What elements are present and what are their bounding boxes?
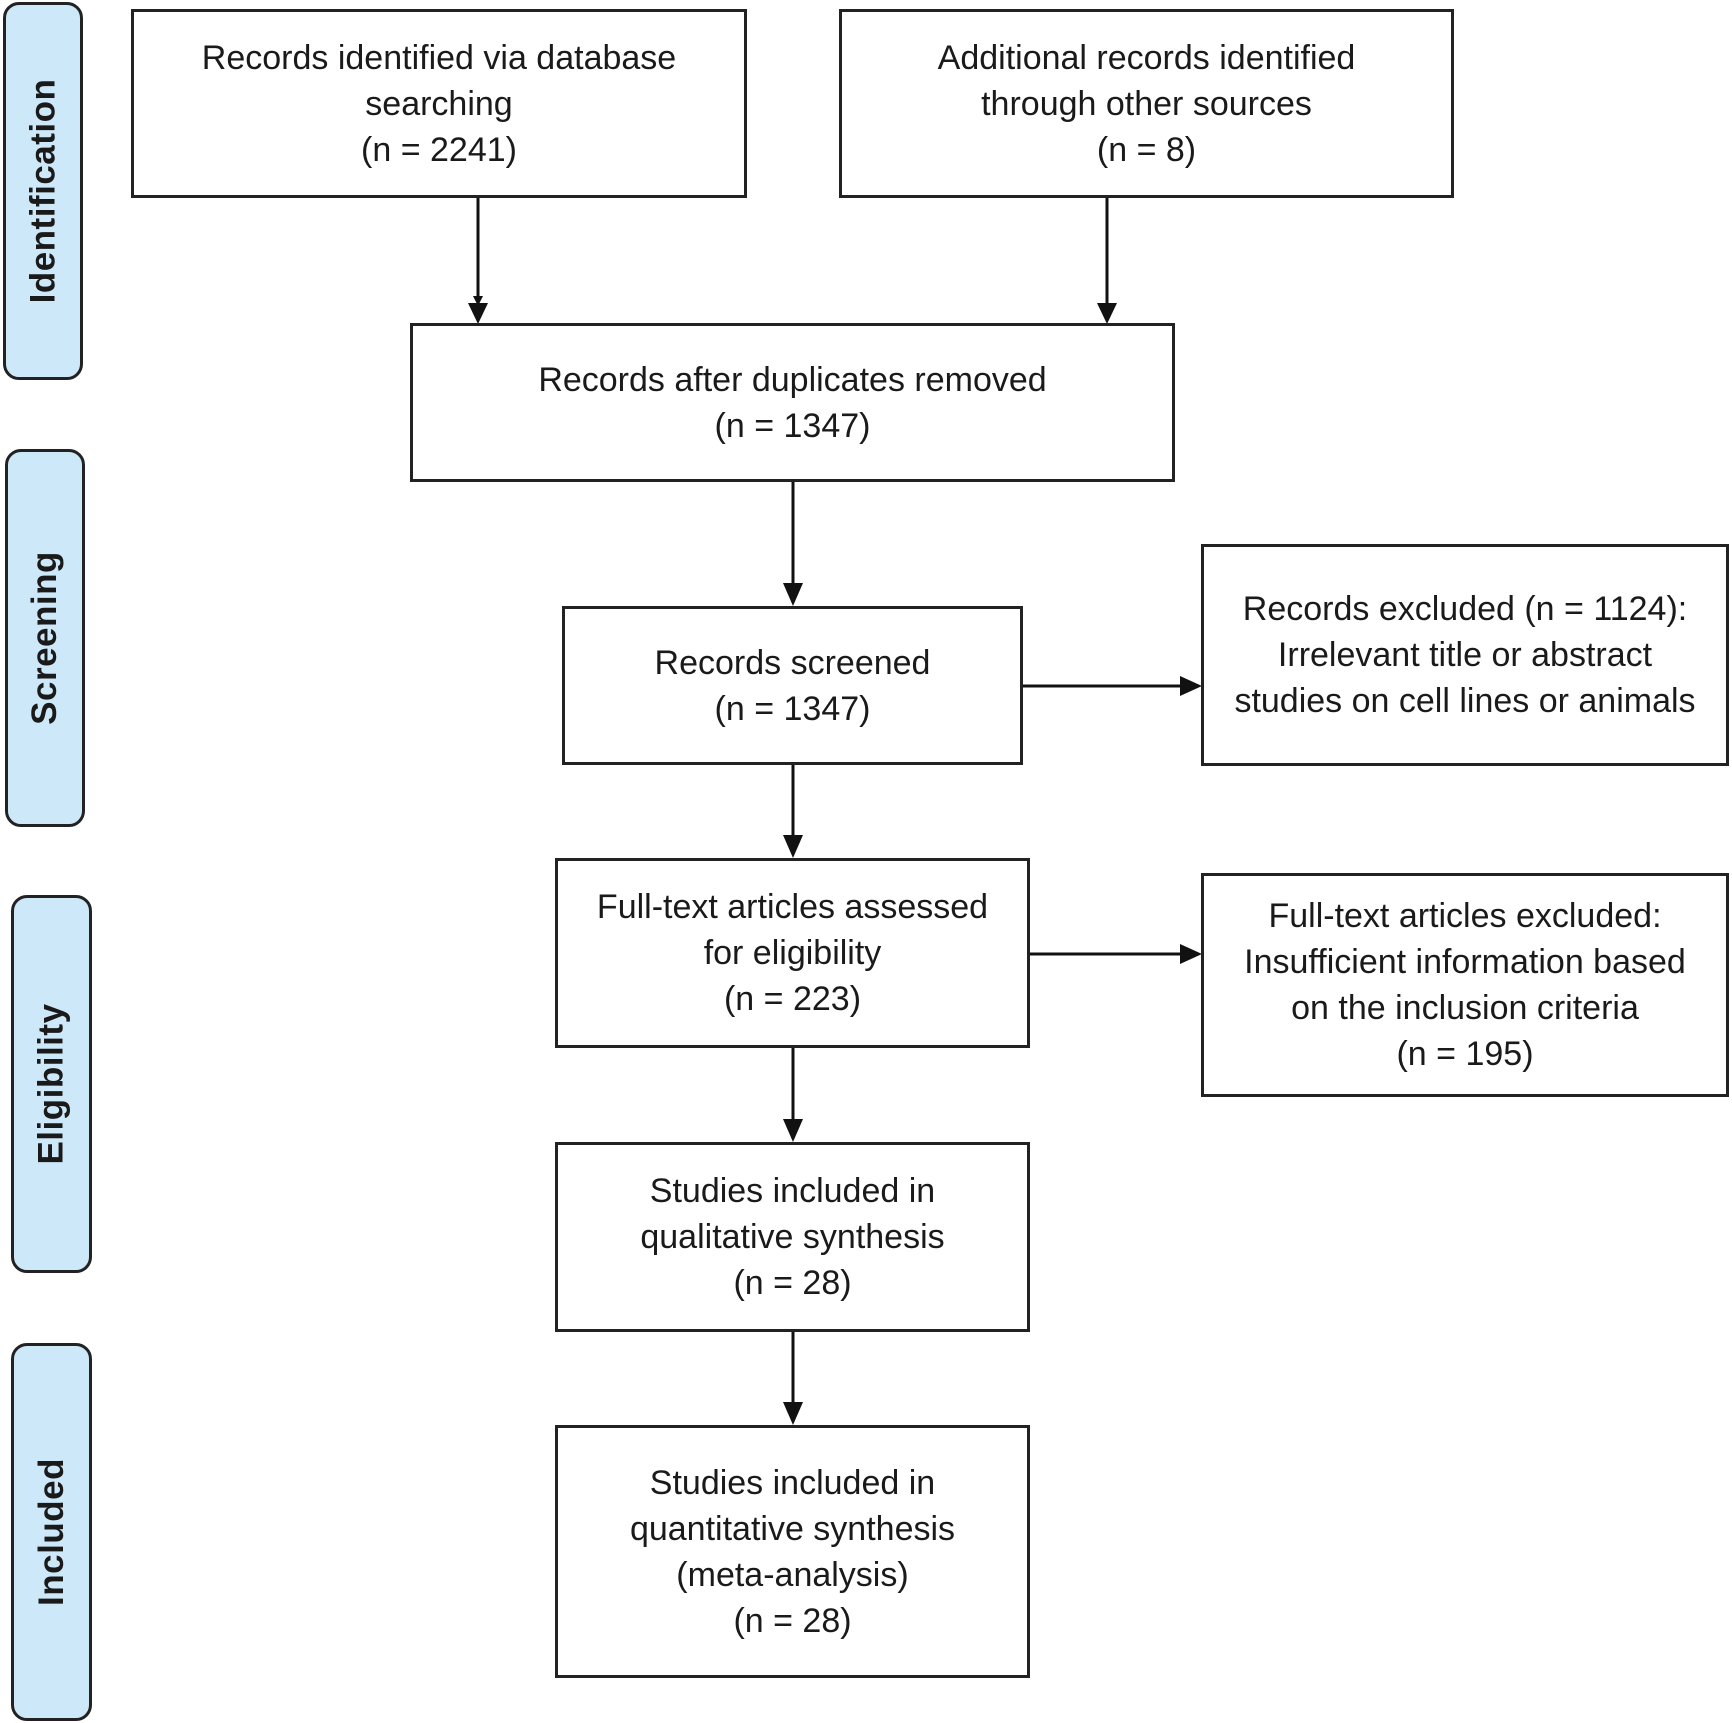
stage-eligibility: Eligibility: [11, 895, 92, 1273]
stage-screening-label: Screening: [25, 551, 65, 725]
box-count: (n = 28): [733, 1264, 852, 1302]
arrowhead: [1180, 944, 1202, 964]
box-text: Records screened: [654, 643, 931, 682]
box-other-sources: Additional records identified through ot…: [839, 9, 1454, 198]
box-text: Insufficient information based: [1244, 943, 1686, 981]
arrowhead: [1180, 676, 1202, 696]
box-text: Records identified via database: [201, 38, 677, 77]
box-text: Full-text articles assessed: [596, 888, 989, 926]
stage-included: Included: [11, 1343, 92, 1721]
box-text: Studies included in: [649, 1172, 936, 1210]
box-after-duplicates: Records after duplicates removed (n = 13…: [410, 323, 1175, 482]
arrowhead: [1097, 303, 1117, 324]
arrowhead: [783, 1119, 803, 1142]
stage-identification: Identification: [3, 2, 83, 380]
box-records-excluded: Records excluded (n = 1124): Irrelevant …: [1201, 544, 1729, 766]
box-text: (meta-analysis): [676, 1555, 909, 1594]
box-count: (n = 1347): [714, 689, 871, 728]
box-text: studies on cell lines or animals: [1234, 682, 1696, 720]
box-database-records: Records identified via database searchin…: [131, 9, 747, 198]
box-count: (n = 2241): [361, 130, 517, 169]
box-count: (n = 223): [723, 980, 862, 1018]
box-text: Additional records identified: [937, 38, 1356, 77]
box-text: for eligibility: [703, 934, 882, 972]
box-fulltext-assessed: Full-text articles assessed for eligibil…: [555, 858, 1030, 1048]
arrowhead: [468, 303, 488, 324]
arrowhead: [783, 1402, 803, 1425]
box-text: Irrelevant title or abstract: [1277, 636, 1653, 674]
box-count: (n = 1347): [714, 406, 871, 445]
stage-screening: Screening: [5, 449, 85, 827]
box-count: (n = 8): [1096, 130, 1197, 169]
box-text: Studies included in: [649, 1463, 936, 1502]
box-text: Records excluded (n = 1124):: [1242, 590, 1688, 628]
box-text: on the inclusion criteria: [1291, 989, 1639, 1027]
stage-included-label: Included: [31, 1458, 71, 1606]
box-text: qualitative synthesis: [640, 1218, 945, 1256]
box-text: Records after duplicates removed: [538, 360, 1047, 399]
box-records-screened: Records screened (n = 1347): [562, 606, 1023, 765]
stage-identification-label: Identification: [23, 78, 62, 304]
box-text: quantitative synthesis: [629, 1509, 956, 1548]
arrowhead: [783, 835, 803, 858]
stage-eligibility-label: Eligibility: [31, 1003, 71, 1165]
box-count: (n = 28): [733, 1601, 852, 1640]
box-text: searching: [365, 84, 513, 123]
box-text: Full-text articles excluded:: [1268, 897, 1662, 935]
arrowhead: [783, 583, 803, 606]
box-text: through other sources: [981, 84, 1312, 123]
box-quantitative-synthesis: Studies included in quantitative synthes…: [555, 1425, 1030, 1678]
box-fulltext-excluded: Full-text articles excluded: Insufficien…: [1201, 873, 1729, 1097]
box-qualitative-synthesis: Studies included in qualitative synthesi…: [555, 1142, 1030, 1332]
box-count: (n = 195): [1396, 1035, 1534, 1073]
